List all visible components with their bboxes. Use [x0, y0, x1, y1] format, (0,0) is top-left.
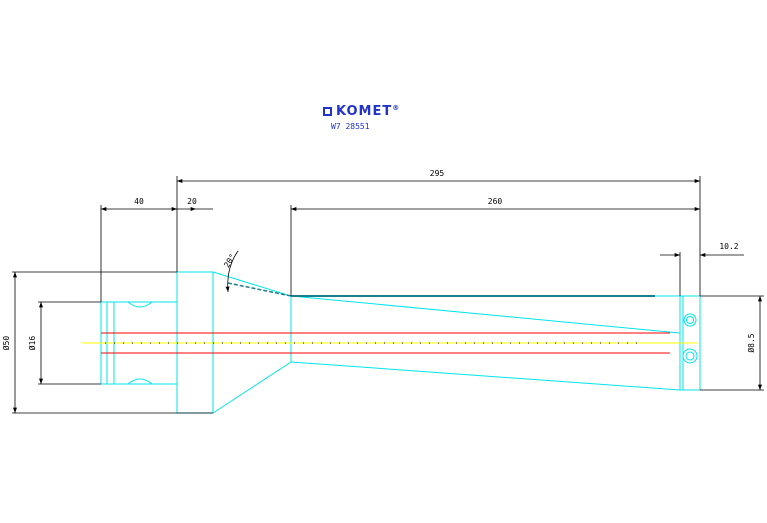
logo-mark-icon	[323, 107, 332, 116]
dim-shank-length: 40	[134, 197, 144, 206]
shank-clamp-profile	[127, 378, 153, 385]
coolant-hole	[685, 351, 695, 361]
dim-shank-diameter: Ø16	[27, 336, 37, 351]
part-number: W7 28551	[331, 122, 370, 131]
dim-tip-diameter: Ø8.5	[746, 333, 756, 352]
angle-arc	[225, 250, 239, 293]
shank-clamp-profile	[127, 301, 153, 308]
coolant-hole	[683, 313, 697, 327]
dim-overall-length: 295	[430, 169, 445, 178]
cone-edge-dashed	[227, 282, 292, 297]
dim-flange-length: 20	[187, 197, 197, 206]
dimension-labels: 295 260 40 20 10.2 20° Ø50 Ø16 Ø8.5	[1, 169, 756, 353]
dimensions	[12, 176, 764, 414]
transition-cone	[212, 361, 292, 414]
transition-cone	[212, 271, 292, 297]
dim-taper-length: 260	[488, 197, 503, 206]
brand-logo: KOMET®	[323, 104, 400, 119]
dim-end-offset: 10.2	[719, 242, 738, 251]
trademark-symbol: ®	[392, 104, 401, 112]
dim-flange-diameter: Ø50	[1, 336, 11, 351]
coolant-hole	[686, 316, 694, 324]
taper-top-inner	[290, 295, 681, 334]
center-axis	[82, 332, 698, 354]
coolant-hole	[682, 348, 698, 364]
brand-name: KOMET	[336, 104, 393, 119]
taper-bottom-edge	[290, 361, 681, 391]
